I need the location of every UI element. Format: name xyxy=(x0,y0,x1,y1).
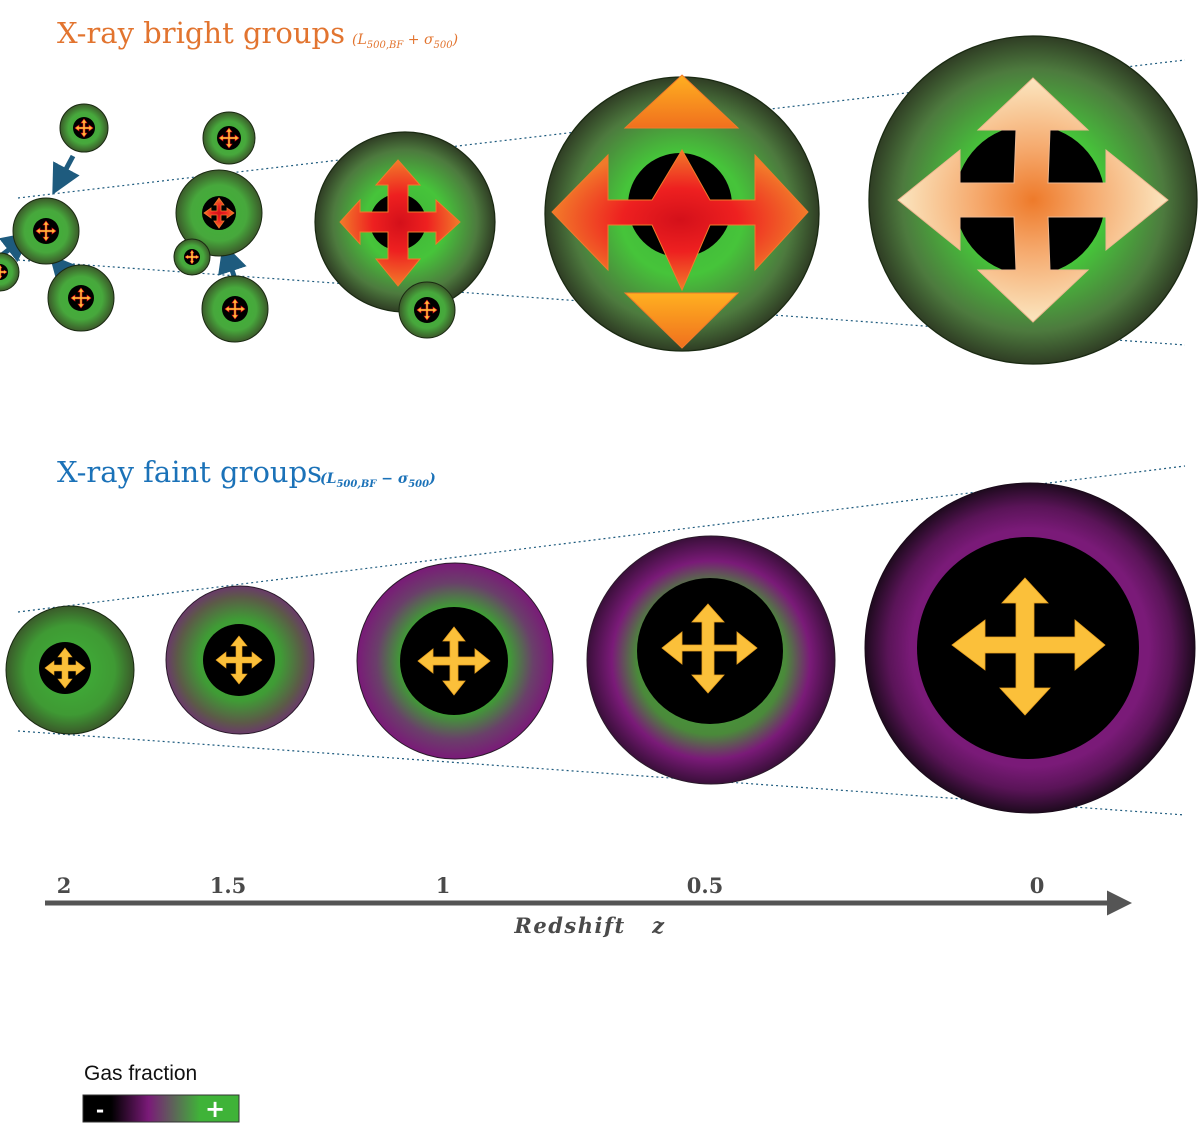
faint-halo-z1 xyxy=(356,562,554,760)
axis-tick-label: 1.5 xyxy=(210,873,247,898)
axis-label: Redshift z xyxy=(513,913,665,938)
halo-small xyxy=(173,238,211,276)
redshift-axis: 2 1.5 1 0.5 0 Redshift z xyxy=(45,873,1132,938)
merger-arrow xyxy=(52,154,80,195)
faint-title: X-ray faint groups xyxy=(57,455,322,489)
halo-xlarge xyxy=(544,74,820,352)
legend-title: Gas fraction xyxy=(84,1062,197,1085)
halo-small xyxy=(59,103,109,153)
agn-arrows-icon xyxy=(70,287,92,309)
agn-arrows-icon xyxy=(0,264,8,280)
halo-small xyxy=(12,197,80,265)
faint-panel: X-ray faint groups (L500,BF − σ500) xyxy=(5,455,1196,816)
bright-title: X-ray bright groups xyxy=(57,16,345,50)
bright-subtitle: (L500,BF + σ500) xyxy=(352,32,458,51)
agn-outflow-icon xyxy=(551,74,809,349)
gas-fraction-legend: Gas fraction - + xyxy=(82,1062,240,1123)
agn-arrows-icon xyxy=(661,603,758,694)
halo-small xyxy=(47,264,115,332)
halo-small xyxy=(201,275,269,343)
agn-outflow-icon xyxy=(897,77,1169,323)
halo-medium xyxy=(175,169,263,257)
agn-outflow-icon xyxy=(339,159,461,287)
axis-tick-label: 0 xyxy=(1030,873,1045,898)
axis-tick-label: 1 xyxy=(436,873,451,898)
faint-halo-z1_5 xyxy=(165,585,315,735)
legend-colorbar xyxy=(82,1094,240,1123)
agn-arrows-icon xyxy=(951,577,1106,716)
halo-small xyxy=(0,252,20,292)
halo-small xyxy=(202,111,256,165)
faint-halo-z0 xyxy=(864,482,1196,814)
agn-arrows-icon xyxy=(184,249,200,265)
agn-arrows-icon xyxy=(215,635,263,685)
halo-large xyxy=(314,131,496,313)
agn-arrows-icon xyxy=(416,299,438,321)
halo-xxlarge xyxy=(868,35,1198,365)
faint-subtitle: (L500,BF − σ500) xyxy=(320,471,436,490)
legend-minus-label: - xyxy=(96,1098,104,1122)
halo-small xyxy=(398,281,456,339)
agn-arrows-icon xyxy=(224,298,246,320)
faint-halo-z2 xyxy=(5,605,135,735)
agn-arrows-icon xyxy=(218,127,240,149)
agn-arrows-icon xyxy=(44,647,86,689)
faint-halo-z0_5 xyxy=(586,535,836,785)
agn-arrows-icon xyxy=(417,626,491,696)
bright-panel: X-ray bright groups (L500,BF + σ500) xyxy=(0,16,1198,365)
axis-tick-label: 0.5 xyxy=(687,873,724,898)
axis-tick-label: 2 xyxy=(57,873,72,898)
agn-arrows-icon xyxy=(74,118,94,138)
agn-arrows-icon xyxy=(35,220,57,242)
agn-arrows-icon xyxy=(203,197,235,229)
legend-plus-label: + xyxy=(205,1095,225,1123)
